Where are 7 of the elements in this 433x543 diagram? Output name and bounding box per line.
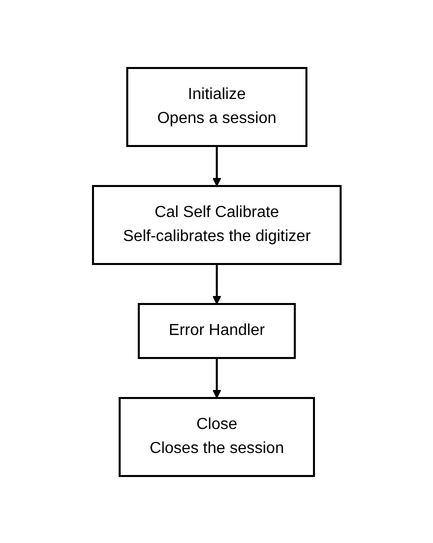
node-box: Initialize Opens a session: [126, 66, 308, 146]
node-box: Error Handler: [137, 302, 296, 358]
arrow: [212, 264, 221, 304]
arrow: [212, 358, 221, 398]
arrow: [212, 146, 221, 186]
node-box: Close Closes the session: [118, 396, 315, 476]
node-box: Cal Self Calibrate Self-calibrates the digitizer: [92, 184, 342, 264]
